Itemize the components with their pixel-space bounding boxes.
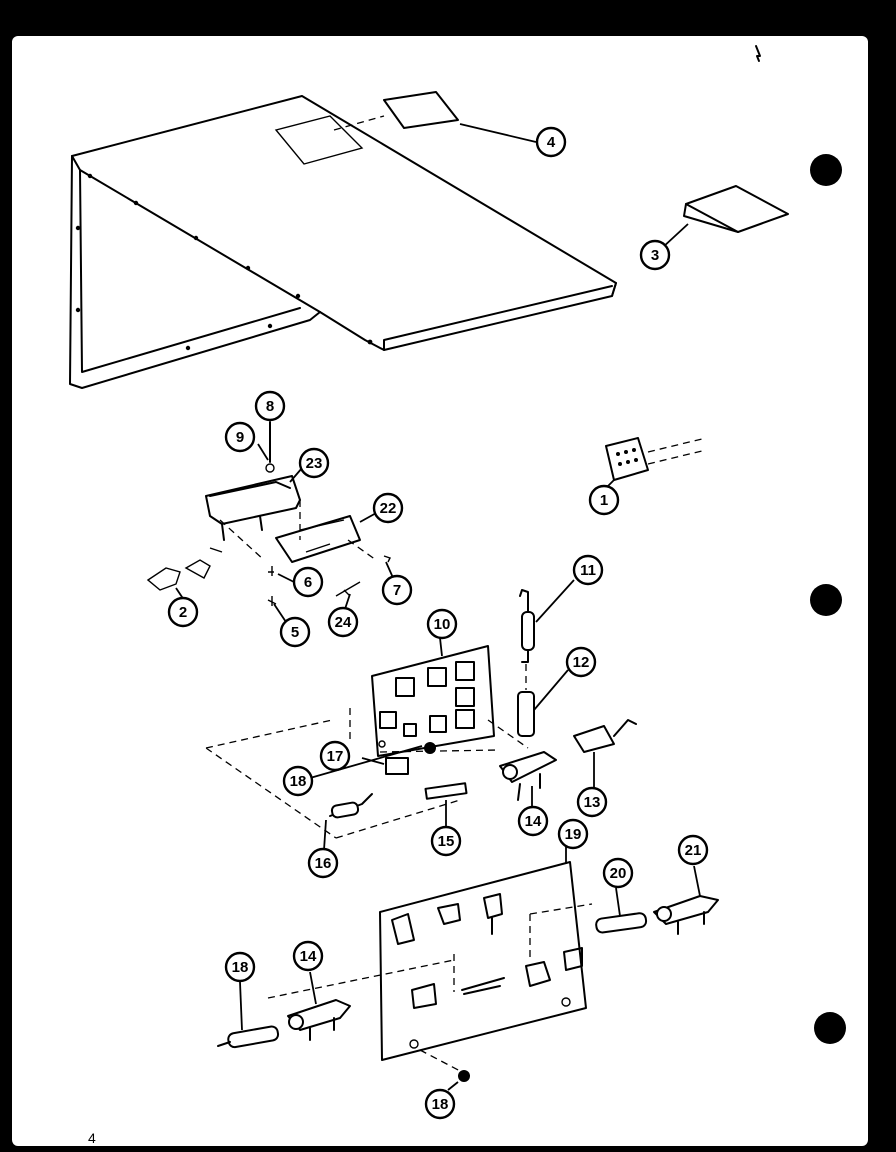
svg-text:17: 17 <box>327 748 344 765</box>
svg-text:3: 3 <box>651 247 659 264</box>
svg-text:18: 18 <box>290 773 307 790</box>
svg-text:18: 18 <box>232 959 249 976</box>
svg-text:5: 5 <box>291 624 299 641</box>
svg-text:9: 9 <box>236 429 244 446</box>
callout-6: 6 <box>292 566 324 598</box>
callout-14-left: 14 <box>292 940 324 972</box>
exploded-parts-diagram: 4 3 8 9 23 22 1 6 7 2 5 24 11 10 12 17 1… <box>69 45 846 1120</box>
callout-18-left: 18 <box>224 951 256 983</box>
svg-text:10: 10 <box>434 616 451 633</box>
cabinet-top-cover <box>69 95 617 389</box>
svg-text:23: 23 <box>306 455 323 472</box>
svg-text:2: 2 <box>179 604 187 621</box>
svg-text:24: 24 <box>335 614 352 631</box>
svg-text:14: 14 <box>300 948 317 965</box>
punch-hole-top <box>810 154 842 186</box>
control-bracket-assembly <box>146 421 395 623</box>
callout-8: 8 <box>254 390 286 422</box>
callout-10: 10 <box>426 608 458 640</box>
callout-15: 15 <box>430 825 462 857</box>
svg-text:6: 6 <box>304 574 312 591</box>
svg-text:11: 11 <box>580 562 596 579</box>
callout-16: 16 <box>307 847 339 879</box>
callout-22: 22 <box>372 492 404 524</box>
callout-21: 21 <box>677 834 709 866</box>
svg-text:18: 18 <box>432 1096 449 1113</box>
callout-13: 13 <box>576 786 608 818</box>
callout-7: 7 <box>381 574 413 606</box>
svg-text:4: 4 <box>547 134 556 151</box>
callout-24: 24 <box>327 606 359 638</box>
punch-hole-middle <box>810 584 842 616</box>
callout-2: 2 <box>167 596 199 628</box>
callout-11: 11 <box>572 554 604 586</box>
label-plate-part <box>333 91 537 143</box>
svg-text:14: 14 <box>525 813 542 830</box>
svg-text:8: 8 <box>266 398 274 415</box>
bracket-part <box>661 185 789 249</box>
callout-17: 17 <box>319 740 351 772</box>
resistor-fuse-parts <box>517 579 575 737</box>
callout-3: 3 <box>639 239 671 271</box>
terminal-connectors <box>217 865 719 1091</box>
terminal-block-part <box>605 437 707 489</box>
svg-text:1: 1 <box>600 492 608 509</box>
parts-diagram-sheet: 4 3 8 9 23 22 1 6 7 2 5 24 11 10 12 17 1… <box>12 36 868 1146</box>
callout-4: 4 <box>535 126 567 158</box>
corner-mark <box>755 45 761 62</box>
svg-text:7: 7 <box>393 582 401 599</box>
svg-text:21: 21 <box>685 842 702 859</box>
callout-19: 19 <box>557 818 589 850</box>
small-components <box>309 719 637 851</box>
callout-20: 20 <box>602 857 634 889</box>
svg-text:15: 15 <box>438 833 455 850</box>
lower-terminal-board-part <box>267 846 593 1061</box>
svg-text:20: 20 <box>610 865 627 882</box>
callout-5: 5 <box>279 616 311 648</box>
page-number: 4 <box>88 1130 96 1146</box>
svg-text:12: 12 <box>573 654 590 671</box>
svg-text:13: 13 <box>584 794 601 811</box>
callout-14: 14 <box>517 805 549 837</box>
punch-hole-bottom <box>814 1012 846 1044</box>
callout-18: 18 <box>282 765 314 797</box>
callout-23: 23 <box>298 447 330 479</box>
svg-text:19: 19 <box>565 826 582 843</box>
callout-12: 12 <box>565 646 597 678</box>
svg-text:16: 16 <box>315 855 332 872</box>
callout-9: 9 <box>224 421 256 453</box>
callout-18-bottom: 18 <box>424 1088 456 1120</box>
callout-1: 1 <box>588 484 620 516</box>
svg-text:22: 22 <box>380 500 397 517</box>
relay-board-part <box>205 637 529 839</box>
